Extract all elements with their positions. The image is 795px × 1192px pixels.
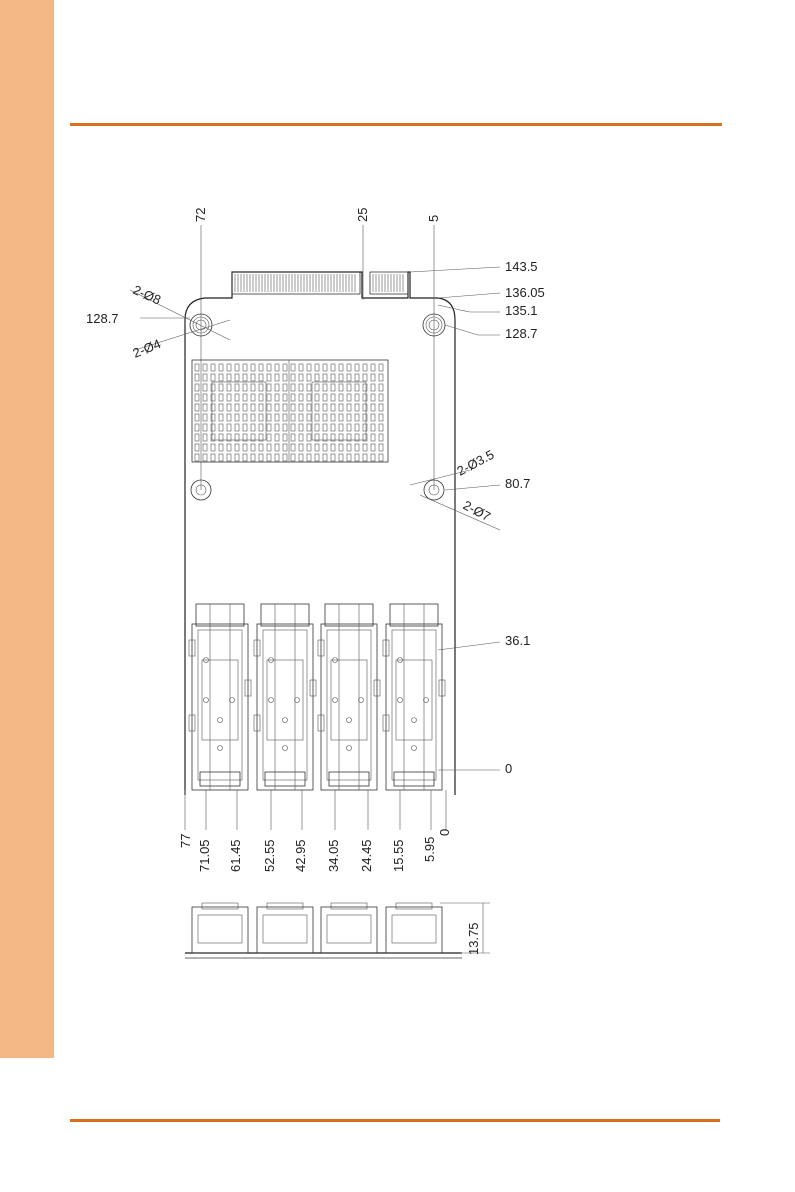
bottom-reference-lines <box>185 790 446 830</box>
dim-side-13-75: 13.75 <box>466 922 481 955</box>
dim-right-135-1: 135.1 <box>505 303 538 318</box>
side-view <box>185 903 490 958</box>
sfp-cages <box>189 604 445 790</box>
hole-label-8: 2-Ø8 <box>131 282 164 307</box>
dim-right-128-7: 128.7 <box>505 326 538 341</box>
dim-left-128-7: 128.7 <box>86 311 119 326</box>
dim-right-143-5: 143.5 <box>505 259 538 274</box>
dim-bottom-42-95: 42.95 <box>293 839 308 872</box>
dim-bottom-24-45: 24.45 <box>359 839 374 872</box>
dim-right-80-7: 80.7 <box>505 476 530 491</box>
dim-bottom-0: 0 <box>437 829 452 836</box>
dim-right-0: 0 <box>505 761 512 776</box>
hole-label-4: 2-Ø4 <box>131 336 163 361</box>
dim-right-136-05: 136.05 <box>505 285 545 300</box>
dim-top-25: 25 <box>355 208 370 222</box>
dim-bottom-52-55: 52.55 <box>262 839 277 872</box>
dim-bottom-15-55: 15.55 <box>391 839 406 872</box>
heatsink-grid <box>192 360 388 462</box>
dim-top-72: 72 <box>193 208 208 222</box>
dim-bottom-71-05: 71.05 <box>197 839 212 872</box>
dim-bottom-5-95: 5.95 <box>422 837 437 862</box>
dim-right-36-1: 36.1 <box>505 633 530 648</box>
dim-bottom-34-05: 34.05 <box>326 839 341 872</box>
board-outline <box>185 272 455 795</box>
dim-bottom-77: 77 <box>178 834 193 848</box>
top-reference-lines <box>201 225 434 490</box>
dim-top-5: 5 <box>426 215 441 222</box>
hole-label-3-5: 2-Ø3.5 <box>454 447 496 479</box>
dim-bottom-61-45: 61.45 <box>228 839 243 872</box>
